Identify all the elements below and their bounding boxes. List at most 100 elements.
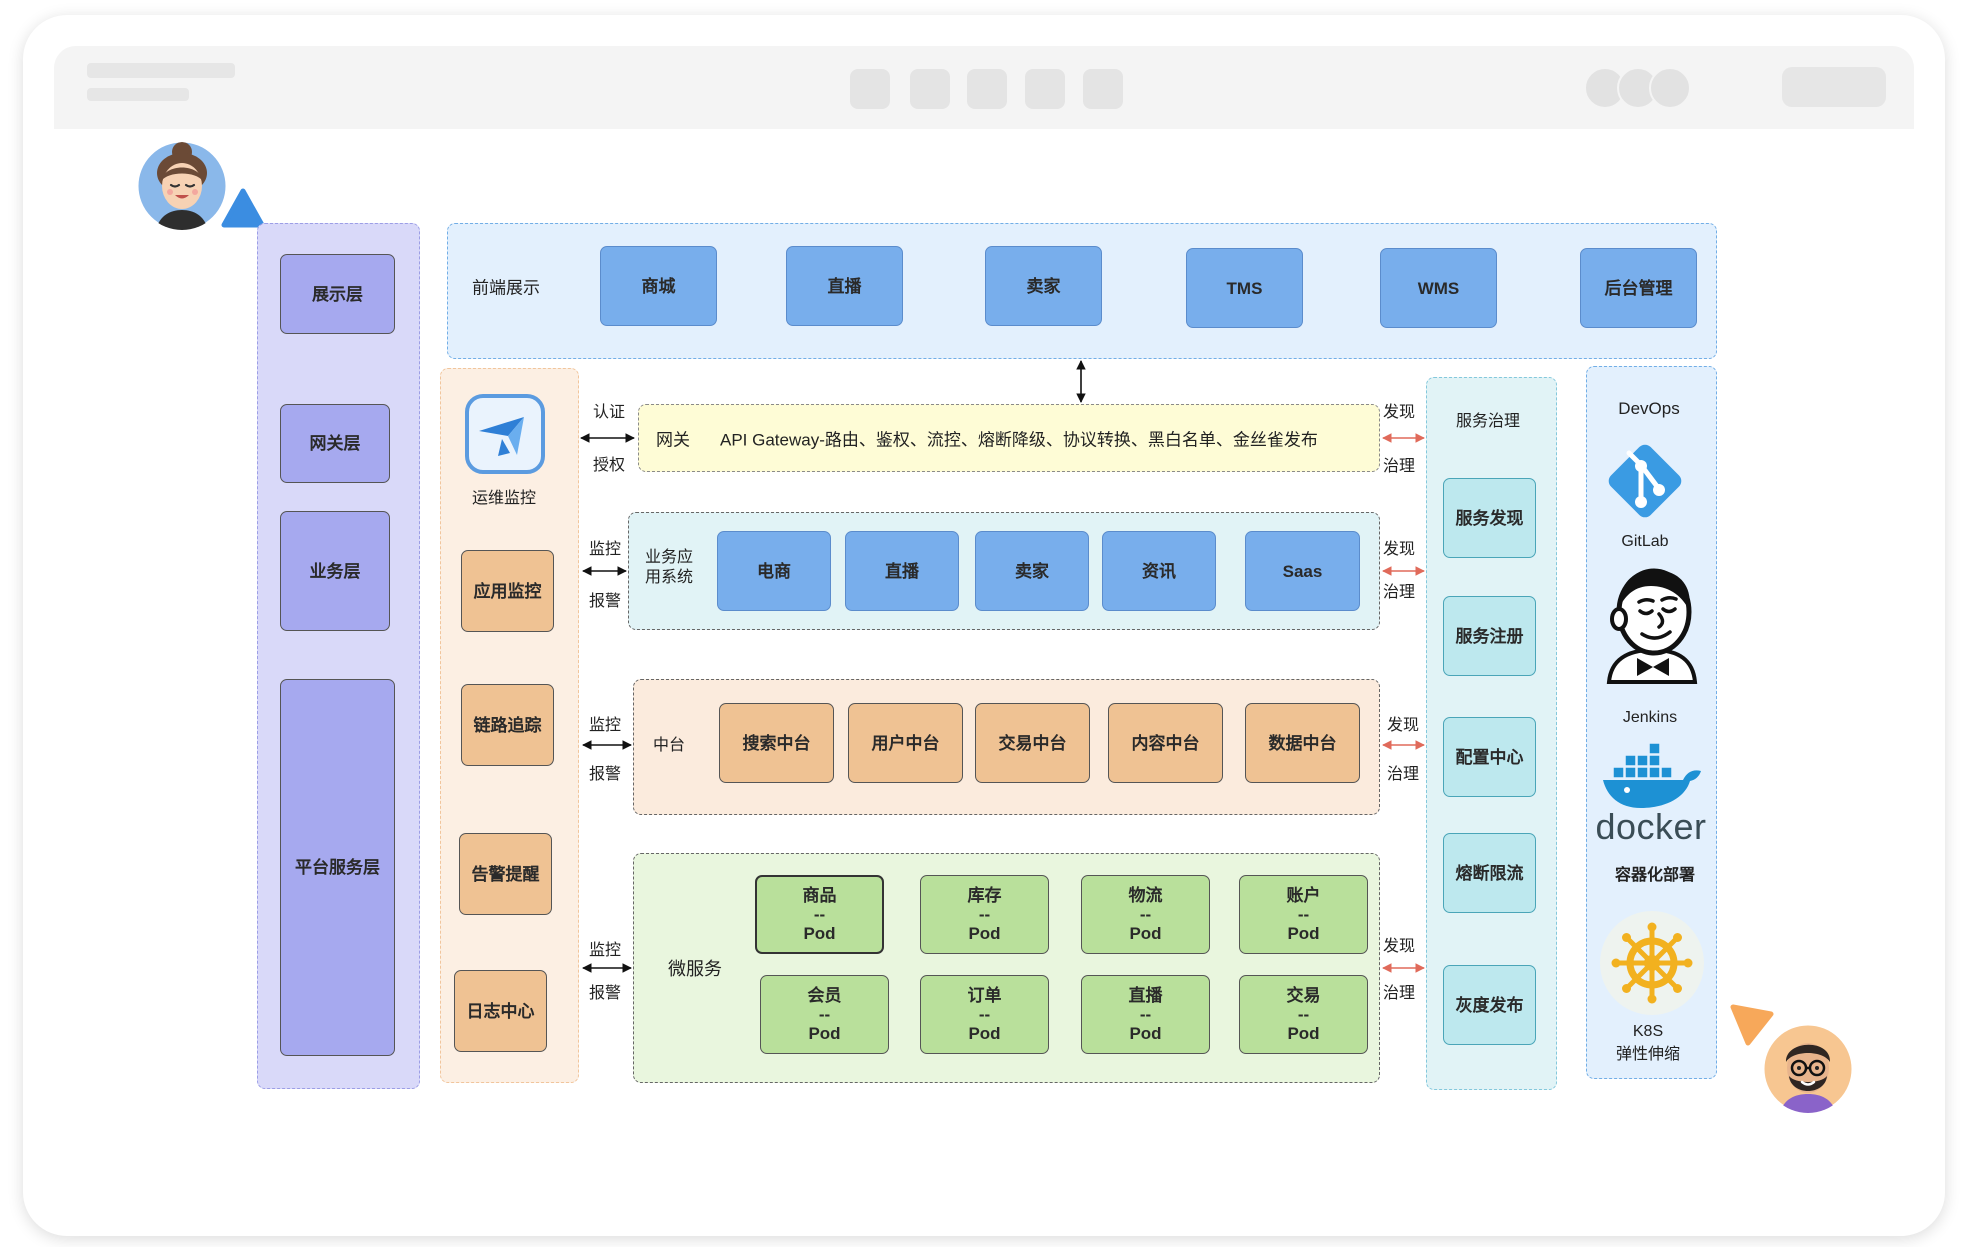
frontend-item-admin: 后台管理: [1580, 248, 1697, 328]
micro-right-label-govern: 治理: [1382, 985, 1416, 1002]
toolbar-button-5[interactable]: [1083, 69, 1123, 109]
pod-inventory: 库存--Pod: [920, 875, 1049, 954]
pod-unit: Pod: [968, 1024, 1001, 1043]
pod-name: 商品: [802, 886, 837, 905]
gitlab-icon: [1608, 444, 1682, 518]
ops-log-center: 日志中心: [454, 970, 547, 1052]
jenkins-label: Jenkins: [1622, 709, 1678, 726]
pod-unit: Pod: [1129, 1024, 1162, 1043]
toolbar-button-3[interactable]: [967, 69, 1007, 109]
middle-item-search: 搜索中台: [719, 703, 834, 783]
monitor-compass-icon: [465, 394, 545, 474]
user-cursor-icon: [221, 188, 265, 228]
pod-logistics: 物流--Pod: [1081, 875, 1210, 954]
pod-order: 订单--Pod: [920, 975, 1049, 1054]
middle-item-user: 用户中台: [848, 703, 963, 783]
business-label: 业务应 用系统: [645, 548, 693, 588]
pod-sep: --: [1297, 1005, 1310, 1024]
pod-live: 直播--Pod: [1081, 975, 1210, 1054]
middle-item-content: 内容中台: [1108, 703, 1223, 783]
collaborator-cursor-icon: [1730, 1004, 1774, 1046]
business-item-seller: 卖家: [975, 531, 1089, 611]
pod-unit: Pod: [1287, 1024, 1320, 1043]
ops-label: 运维监控: [471, 490, 537, 507]
business-right-label-govern: 治理: [1382, 584, 1416, 601]
business-right-label-discover: 发现: [1382, 541, 1416, 558]
layer-platform-services: 平台服务层: [280, 679, 395, 1056]
micro-left-label-monitor: 监控: [588, 942, 622, 959]
jenkins-icon: [1606, 568, 1698, 684]
pod-name: 账户: [1286, 886, 1321, 905]
title-placeholder: [87, 63, 235, 78]
pod-sep: --: [1297, 905, 1310, 924]
layer-presentation: 展示层: [280, 254, 395, 334]
docker-wordmark: docker: [1595, 806, 1707, 847]
layer-business: 业务层: [280, 511, 390, 631]
business-item-saas: Saas: [1245, 531, 1360, 611]
pod-name: 会员: [807, 986, 842, 1005]
user-avatar-icon: [135, 139, 229, 233]
business-left-label-alarm: 报警: [588, 593, 622, 610]
ops-tracing: 链路追踪: [461, 684, 554, 766]
pod-sep: --: [813, 905, 826, 924]
ops-app-monitor: 应用监控: [461, 550, 554, 632]
toolbar-button-1[interactable]: [850, 69, 890, 109]
frontend-item-seller: 卖家: [985, 246, 1102, 326]
pod-unit: Pod: [808, 1024, 841, 1043]
collaborator-avatar-icon: [1761, 1022, 1855, 1116]
frontend-item-mall: 商城: [600, 246, 717, 326]
gateway-description: API Gateway-路由、鉴权、流控、熔断降级、协议转换、黑白名单、金丝雀发…: [720, 430, 1318, 450]
helm-wheel-icon: [1600, 911, 1704, 1015]
middle-item-data: 数据中台: [1245, 703, 1360, 783]
gitlab-label: GitLab: [1621, 533, 1669, 550]
pod-sep: --: [1139, 905, 1152, 924]
business-item-live: 直播: [845, 531, 959, 611]
gateway-label: 网关: [656, 430, 690, 450]
pod-unit: Pod: [1129, 924, 1162, 943]
pod-unit: Pod: [803, 924, 836, 943]
pod-sep: --: [818, 1005, 831, 1024]
gateway-right-label-govern: 治理: [1382, 458, 1416, 475]
governance-canary-release: 灰度发布: [1443, 965, 1536, 1045]
devops-label: DevOps: [1618, 399, 1680, 418]
middle-left-label-alarm: 报警: [588, 766, 622, 783]
subtitle-placeholder: [87, 88, 189, 101]
middle-platform-label: 中台: [652, 737, 686, 754]
frontend-item-wms: WMS: [1380, 248, 1497, 328]
middle-right-label-discover: 发现: [1386, 717, 1420, 734]
collaborator-avatar-placeholder-3[interactable]: [1649, 67, 1691, 109]
business-left-label-monitor: 监控: [588, 541, 622, 558]
pod-unit: Pod: [1287, 924, 1320, 943]
microservices-label: 微服务: [668, 959, 722, 979]
micro-left-label-alarm: 报警: [588, 985, 622, 1002]
pod-account: 账户--Pod: [1239, 875, 1368, 954]
toolbar-button-4[interactable]: [1025, 69, 1065, 109]
middle-right-label-govern: 治理: [1386, 766, 1420, 783]
share-button-placeholder[interactable]: [1782, 67, 1886, 107]
frontend-item-live: 直播: [786, 246, 903, 326]
business-label-line-1: 业务应: [644, 549, 694, 566]
middle-item-trade: 交易中台: [975, 703, 1090, 783]
governance-config-center: 配置中心: [1443, 717, 1536, 797]
pod-name: 交易: [1286, 986, 1321, 1005]
frontend-label: 前端展示: [472, 278, 540, 298]
ops-alerting: 告警提醒: [459, 833, 552, 915]
pod-sep: --: [978, 1005, 991, 1024]
k8s-label: K8S: [1632, 1023, 1664, 1040]
business-item-news: 资讯: [1102, 531, 1216, 611]
business-label-line-2: 用系统: [644, 569, 694, 586]
k8s-sublabel: 弹性伸缩: [1615, 1046, 1681, 1063]
governance-circuit-breaker: 熔断限流: [1443, 833, 1536, 913]
docker-whale-icon: [1603, 742, 1701, 808]
gateway-left-label-authz: 授权: [592, 457, 626, 474]
governance-label: 服务治理: [1455, 413, 1521, 430]
gateway-left-label-auth: 认证: [592, 404, 626, 421]
gateway-row: [638, 404, 1380, 472]
pod-sep: --: [978, 905, 991, 924]
toolbar-button-2[interactable]: [910, 69, 950, 109]
pod-goods: 商品--Pod: [755, 875, 884, 954]
docker-label: 容器化部署: [1614, 867, 1696, 884]
pod-trade: 交易--Pod: [1239, 975, 1368, 1054]
pod-name: 物流: [1128, 886, 1163, 905]
pod-sep: --: [1139, 1005, 1152, 1024]
